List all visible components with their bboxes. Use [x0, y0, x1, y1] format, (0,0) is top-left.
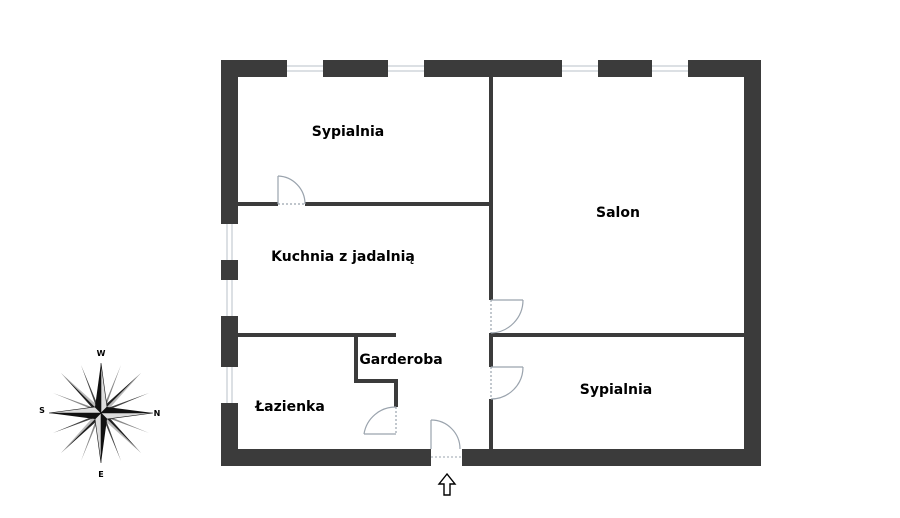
- compass-label-north: N: [154, 409, 161, 418]
- window: [221, 280, 238, 316]
- doors: [277, 175, 524, 435]
- room-label-wardrobe: Garderoba: [359, 352, 442, 368]
- window: [221, 224, 238, 260]
- door: [363, 406, 397, 435]
- room-label-living-room: Salon: [596, 205, 640, 221]
- window: [388, 60, 424, 77]
- room-label-bedroom: Sypialnia: [312, 124, 385, 140]
- wall-partition: [238, 333, 396, 337]
- wall-partition: [489, 399, 493, 449]
- wall-right: [744, 60, 761, 466]
- window: [221, 367, 238, 403]
- window: [562, 60, 598, 77]
- window: [652, 60, 688, 77]
- wall-bottom: [221, 449, 761, 466]
- compass-labels: W N S E: [39, 349, 160, 479]
- wall-partition: [489, 77, 493, 300]
- room-labels: Sypialnia Salon Kuchnia z jadalnią Garde…: [254, 124, 652, 415]
- window: [287, 60, 323, 77]
- wall-partition: [238, 202, 278, 206]
- compass-rose-icon: [48, 362, 154, 464]
- compass-label-south: S: [39, 406, 45, 415]
- interior-walls: [238, 77, 744, 449]
- wall-partition: [493, 333, 744, 337]
- wall-partition: [354, 379, 398, 383]
- room-label-bedroom-2: Sypialnia: [580, 382, 653, 398]
- windows: [221, 60, 688, 403]
- arrow-up-icon: [437, 472, 457, 496]
- wall-partition: [354, 337, 358, 383]
- room-label-bathroom: Łazienka: [254, 399, 325, 415]
- entrance-door: [430, 419, 462, 466]
- outer-walls: [221, 60, 761, 466]
- door: [277, 175, 306, 205]
- compass-main-points: [48, 362, 154, 464]
- wall-partition: [394, 383, 398, 407]
- wall-partition: [489, 333, 493, 367]
- wall-top: [221, 60, 761, 77]
- compass-label-east: E: [98, 470, 103, 479]
- compass-label-west: W: [97, 349, 106, 358]
- door: [490, 366, 524, 400]
- room-label-kitchen: Kuchnia z jadalnią: [271, 249, 415, 265]
- compass-diagonal-points: [61, 373, 141, 453]
- door: [490, 299, 524, 334]
- wall-left: [221, 60, 238, 466]
- wall-partition: [305, 202, 489, 206]
